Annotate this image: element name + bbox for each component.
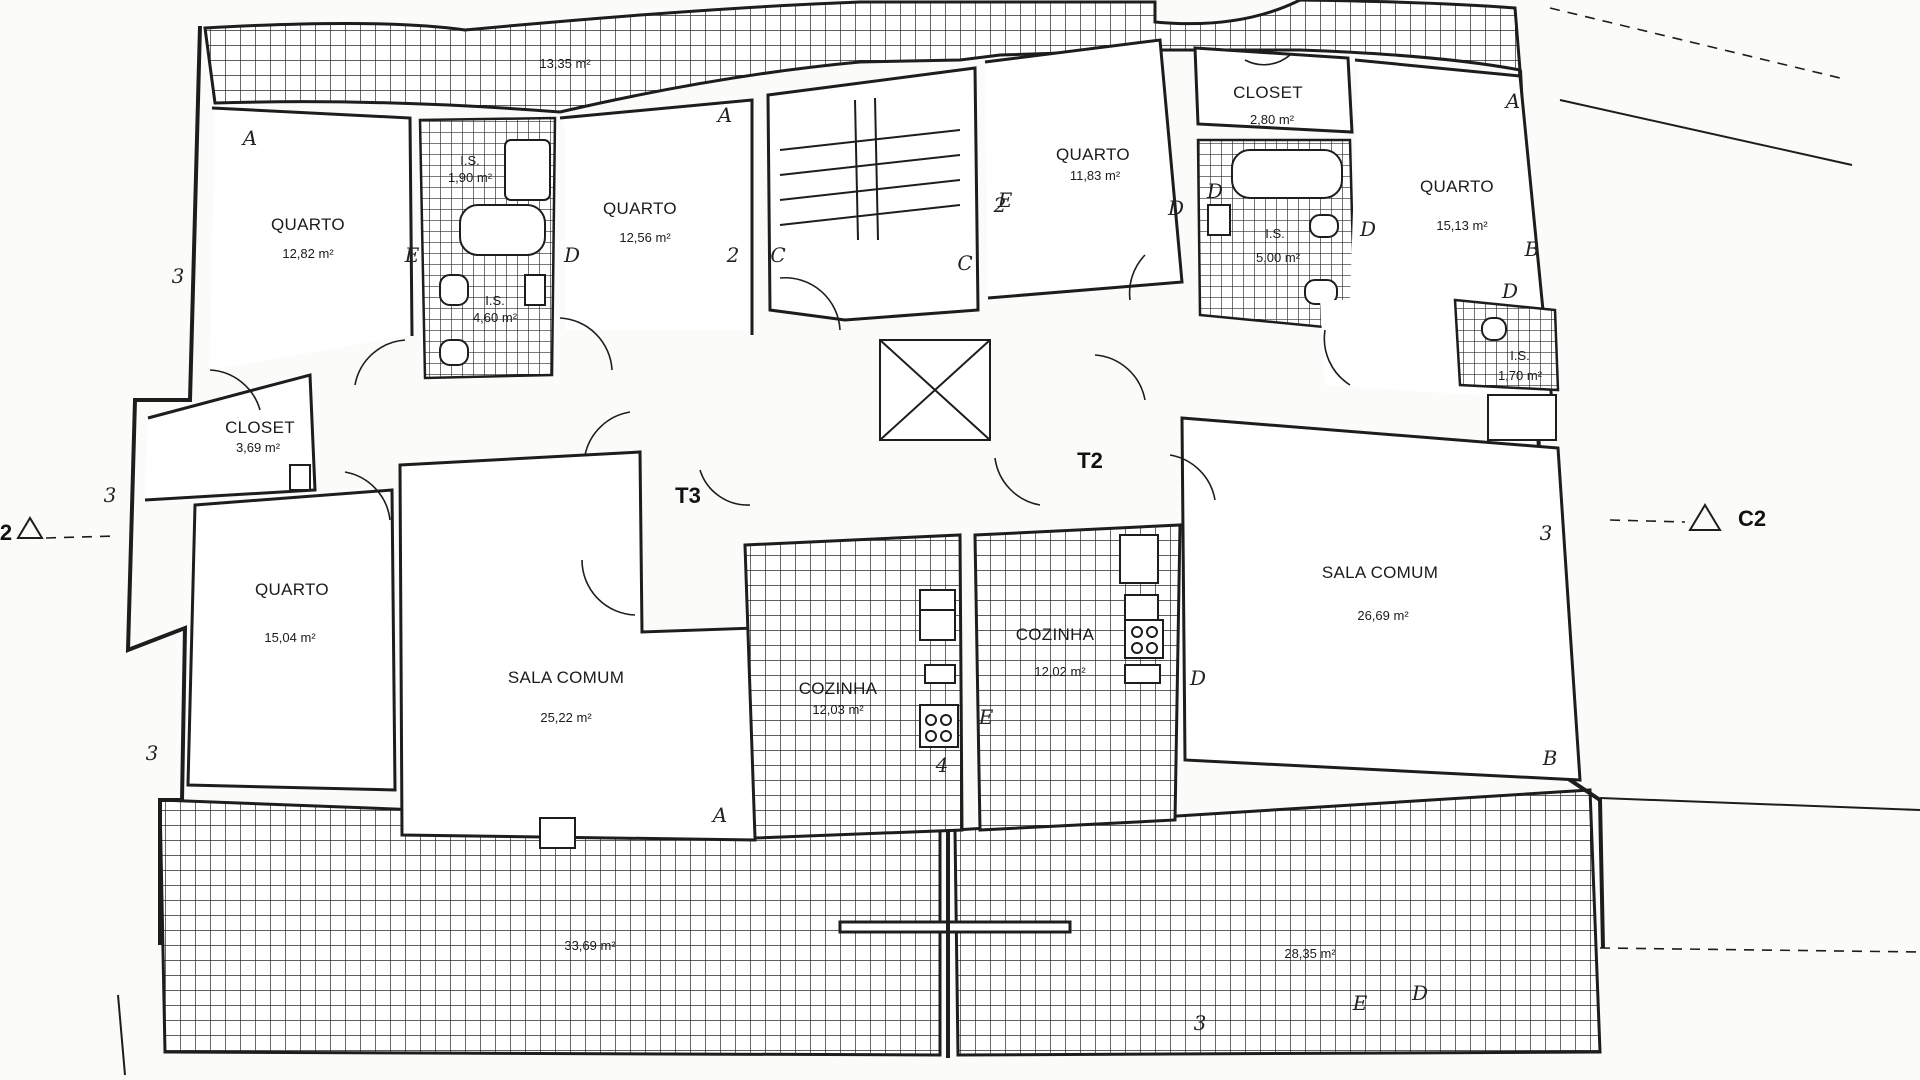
room-cozinha-l xyxy=(743,533,964,840)
room-area-closet-l: 3,69 m² xyxy=(236,440,281,455)
finish-code: D xyxy=(1189,666,1206,690)
room-area-quarto-tl: 12,82 m² xyxy=(282,246,334,261)
room-name-wc-r: I.S. xyxy=(1265,226,1285,241)
room-area-closet-r: 2,80 m² xyxy=(1250,112,1295,127)
finish-code: 2 xyxy=(993,193,1007,217)
room-quarto-tc xyxy=(559,98,754,335)
room-wc-tl xyxy=(418,116,557,380)
finish-code: E xyxy=(978,705,994,729)
unit-label-left: T3 xyxy=(675,483,701,508)
room-name-ensuite-tl: I.S. xyxy=(460,153,480,168)
finish-code: D xyxy=(1206,179,1223,203)
room-name-quarto-l: QUARTO xyxy=(255,580,329,599)
terrace-bottom xyxy=(158,788,1602,1058)
stair-core xyxy=(766,66,991,441)
room-area-ensuite-tl: 1,90 m² xyxy=(448,170,493,185)
finish-code: 3 xyxy=(1194,1011,1207,1035)
room-name-quarto-tr2: QUARTO xyxy=(1420,177,1494,196)
room-area-sala-l: 25,22 m² xyxy=(540,710,592,725)
room-area-ensuite-r: 1,70 m² xyxy=(1498,368,1543,383)
room-area-wc-r: 5,00 m² xyxy=(1256,250,1301,265)
room-area-sala-r: 26,69 m² xyxy=(1357,608,1409,623)
finish-code: D xyxy=(563,243,580,267)
finish-code: A xyxy=(241,126,257,150)
door-swings xyxy=(209,54,1351,616)
section-label-right: C2 xyxy=(1738,506,1766,531)
finish-code: D xyxy=(1411,981,1428,1005)
finish-code: 3 xyxy=(172,264,185,288)
terrace-top-area: 13,35 m² xyxy=(539,56,591,71)
room-area-quarto-tr1: 11,83 m² xyxy=(1070,168,1121,183)
room-quarto-tr1 xyxy=(984,38,1184,300)
finish-code: A xyxy=(1504,89,1520,113)
room-name-wc-tl: I.S. xyxy=(485,293,505,308)
finish-code: C xyxy=(770,243,785,267)
finish-code: C xyxy=(957,251,972,275)
section-marker-right: C2 xyxy=(1609,503,1766,531)
finish-code: 3 xyxy=(1540,521,1553,545)
section-label-left: 2 xyxy=(0,520,12,545)
finish-code: E xyxy=(1352,991,1368,1015)
finish-code: A xyxy=(711,803,727,827)
labels: 13,35 m² QUARTO 12,82 m² I.S. 1,90 m² I.… xyxy=(225,56,1543,961)
room-name-cozinha-r: COZINHA xyxy=(1016,625,1095,644)
finish-code: E xyxy=(404,243,420,267)
room-area-quarto-tc: 12,56 m² xyxy=(619,230,671,245)
finish-code: A xyxy=(716,103,732,127)
room-name-closet-r: CLOSET xyxy=(1233,83,1303,102)
room-name-closet-l: CLOSET xyxy=(225,418,295,437)
room-name-ensuite-r: I.S. xyxy=(1510,348,1530,363)
site-boundary xyxy=(117,7,1920,1076)
room-closet-r xyxy=(1193,46,1354,134)
finish-code: 4 xyxy=(935,753,949,777)
finish-codes: A A A A B B C C D D D D D D D E E E E 3 … xyxy=(104,89,1558,1035)
finish-code: E xyxy=(997,188,1013,212)
finish-code: 3 xyxy=(104,483,117,507)
room-quarto-tl xyxy=(210,106,414,370)
room-sala-l xyxy=(398,450,757,849)
unit-label-right: T2 xyxy=(1077,448,1103,473)
finish-code: B xyxy=(1524,237,1540,261)
finish-code: 3 xyxy=(146,741,159,765)
finish-code: D xyxy=(1501,279,1518,303)
finish-code: B xyxy=(1542,746,1558,770)
section-marker-left: 2 xyxy=(0,516,116,545)
room-closet-l xyxy=(144,373,317,502)
finish-code: D xyxy=(1359,217,1376,241)
room-area-wc-tl: 4,60 m² xyxy=(473,310,518,325)
terrace-bottom-right-area: 28,35 m² xyxy=(1284,946,1336,961)
room-area-quarto-tr2: 15,13 m² xyxy=(1436,218,1488,233)
room-area-cozinha-l: 12,03 m² xyxy=(812,702,864,717)
finish-code: 2 xyxy=(726,243,740,267)
room-quarto-l xyxy=(186,488,397,792)
room-area-cozinha-r: 12,02 m² xyxy=(1034,664,1086,679)
room-name-cozinha-l: COZINHA xyxy=(799,679,878,698)
room-ensuite-r xyxy=(1453,298,1560,441)
terrace-top xyxy=(203,0,1522,114)
room-name-sala-l: SALA COMUM xyxy=(508,668,624,687)
finish-code: D xyxy=(1167,196,1184,220)
room-sala-r xyxy=(1180,416,1582,782)
room-cozinha-r xyxy=(973,523,1182,832)
room-name-sala-r: SALA COMUM xyxy=(1322,563,1438,582)
room-area-quarto-l: 15,04 m² xyxy=(264,630,316,645)
room-name-quarto-tl: QUARTO xyxy=(271,215,345,234)
terrace-bottom-left-area: 33,69 m² xyxy=(564,938,616,953)
room-name-quarto-tc: QUARTO xyxy=(603,199,677,218)
room-name-quarto-tr1: QUARTO xyxy=(1056,145,1130,164)
